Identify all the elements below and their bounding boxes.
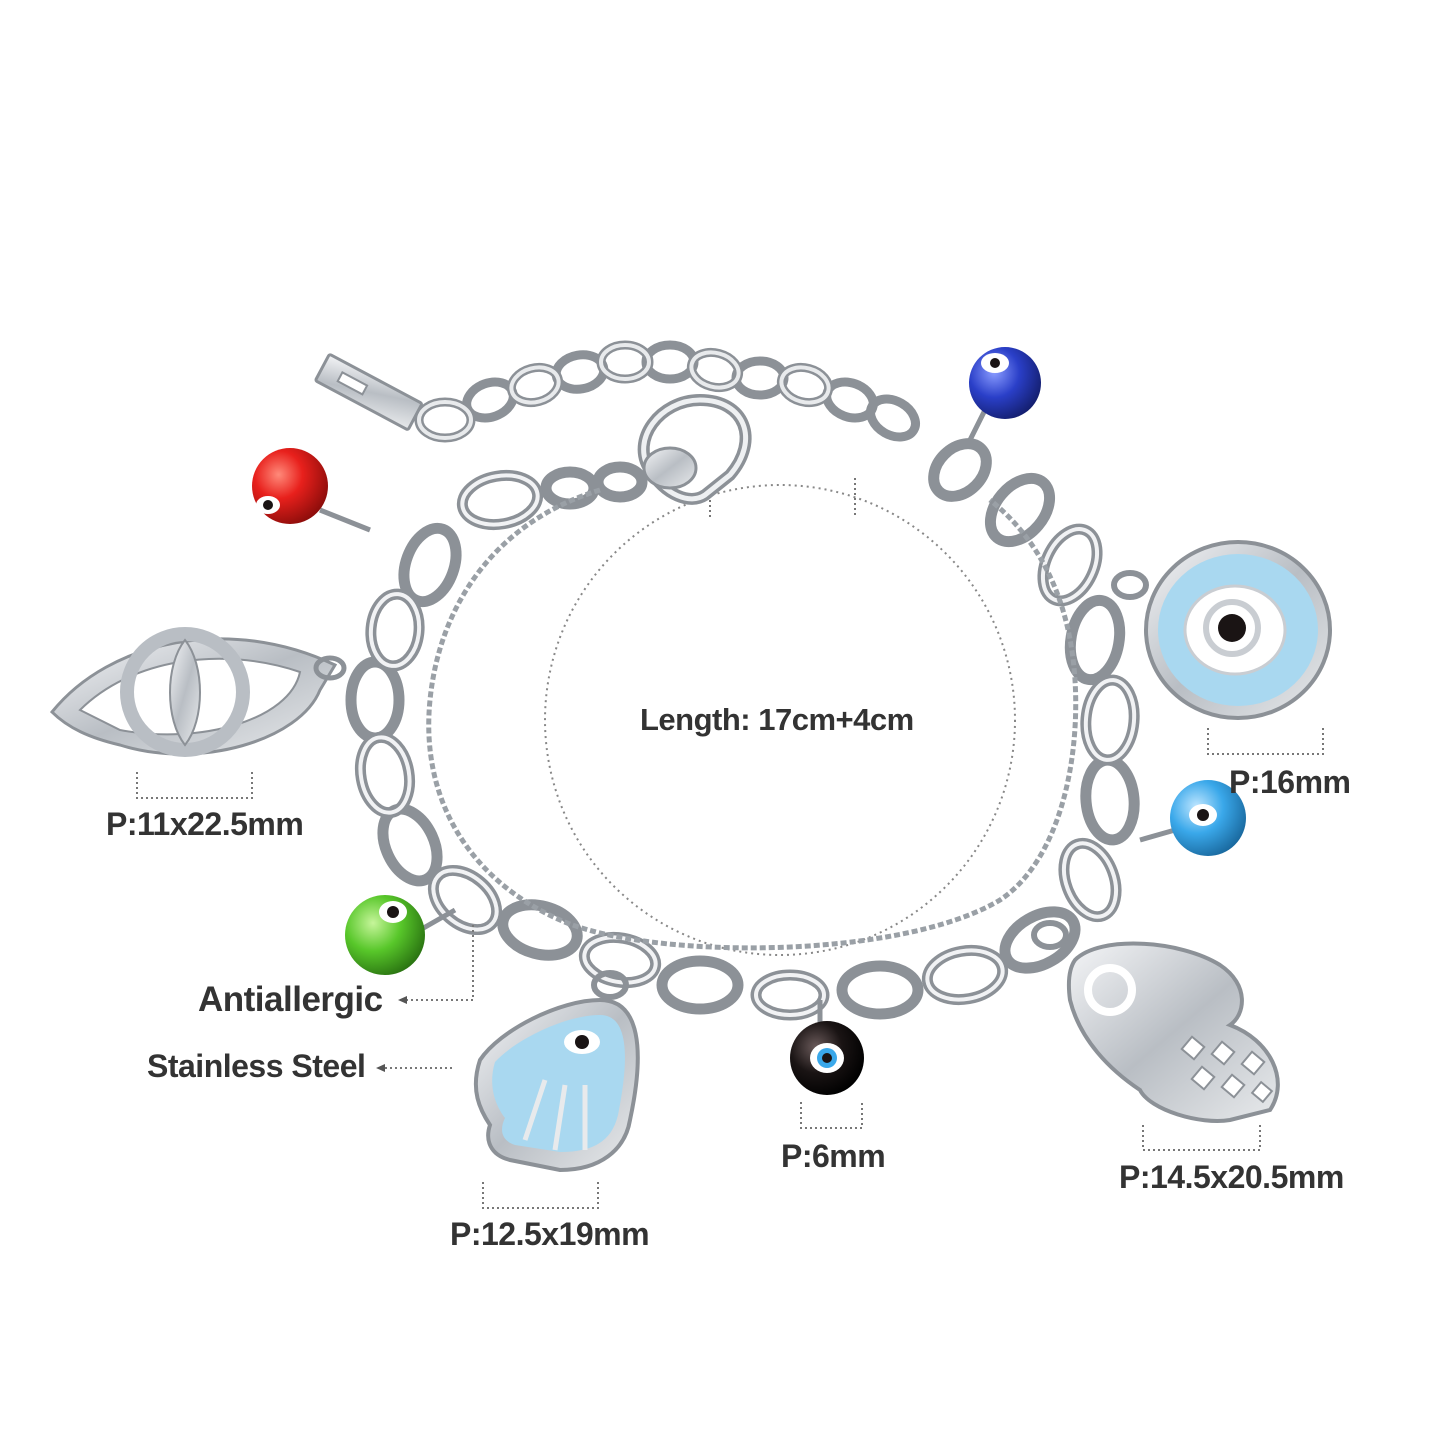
blue-hamsa-size-label: P:12.5x19mm <box>450 1216 650 1252</box>
light-blue-evil-eye-bead <box>1139 780 1246 856</box>
antiallergic-label: Antiallergic <box>198 980 383 1019</box>
steel-hamsa-size-label: P:14.5x20.5mm <box>1119 1159 1344 1195</box>
blue-hamsa-charm <box>473 970 640 1173</box>
extension-chain-highlight <box>417 343 831 440</box>
evil-eye-disc-size-label: P:16mm <box>1229 764 1351 800</box>
blue-evil-eye-bead <box>967 347 1041 442</box>
eye-charm <box>49 627 347 757</box>
main-chain-highlight <box>358 473 1137 1017</box>
length-label: Length: 17cm+4cm <box>640 702 914 737</box>
black-evil-eye-bead <box>790 1000 864 1095</box>
dimension-brackets <box>136 728 1324 1209</box>
length-circle <box>544 484 1016 956</box>
chain-end-tab <box>314 353 423 431</box>
bead-size-label: P:6mm <box>781 1138 886 1174</box>
thin-chain <box>426 487 1079 951</box>
steel-hamsa-charm <box>1031 920 1280 1123</box>
evil-eye-disc-charm <box>1111 540 1332 720</box>
extension-chain <box>414 340 920 443</box>
green-evil-eye-bead <box>345 895 457 975</box>
red-evil-eye-bead <box>252 448 371 533</box>
stainless-steel-label: Stainless Steel <box>147 1048 366 1084</box>
lobster-clasp <box>637 393 752 505</box>
pointer-arrows <box>376 996 407 1072</box>
eye-charm-size-label: P:11x22.5mm <box>106 806 304 842</box>
